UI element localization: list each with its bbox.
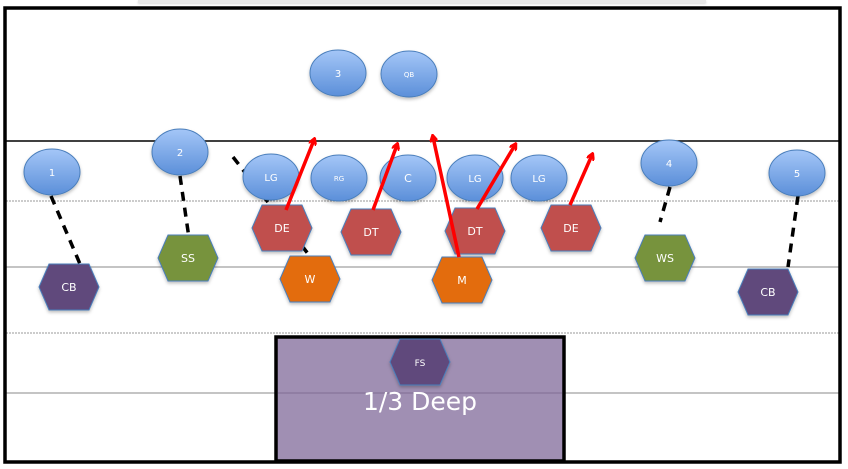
top-shadow-strip [138, 0, 706, 3]
player-label: RG [334, 175, 344, 183]
player-label: W [305, 273, 316, 286]
coverage-line-ss [178, 175, 192, 246]
player-label: 1 [49, 168, 55, 179]
hexagon-shape [38, 263, 100, 311]
offense-player-lg-right[interactable]: LG [510, 154, 568, 202]
defense-player-fs[interactable]: FS [389, 338, 451, 386]
field-border [3, 6, 842, 464]
hexagon-shape [389, 338, 451, 386]
offense-player-rec-2[interactable]: 2 [151, 128, 209, 176]
player-label: SS [181, 252, 195, 265]
offense: 1 2 3 QB LG RG C LG [23, 49, 826, 202]
offense-player-back-3[interactable]: 3 [309, 49, 367, 97]
defense-player-de-left[interactable]: DE [251, 204, 313, 252]
player-label: LG [264, 173, 277, 184]
rush-arrow-m [433, 137, 461, 258]
player-label: C [404, 172, 412, 185]
player-label: LG [468, 174, 481, 185]
player-label: DT [467, 225, 482, 238]
offense-player-rec-5[interactable]: 5 [768, 149, 826, 197]
hexagon-shape [737, 268, 799, 316]
defense-player-ws[interactable]: WS [634, 234, 696, 282]
defense-player-dt-left[interactable]: DT [340, 208, 402, 256]
player-label: FS [415, 359, 426, 369]
hexagon-shape [431, 256, 493, 304]
coverage-line-cb-left [49, 195, 82, 265]
rush-arrow-de-left [284, 140, 314, 211]
field-lines [6, 140, 840, 394]
defense: CB SS DE W DT DT M DE WS CB FS [38, 204, 799, 386]
defense-player-w[interactable]: W [279, 255, 341, 303]
hexagon-shape [540, 204, 602, 252]
hexagon-shape [157, 234, 219, 282]
defense-player-m[interactable]: M [431, 256, 493, 304]
player-label: 4 [666, 159, 672, 170]
player-label: WS [656, 252, 674, 265]
defense-player-ss[interactable]: SS [157, 234, 219, 282]
deep-zone-label: 1/3 Deep [363, 387, 477, 416]
rush-arrow-dt-left [371, 145, 397, 211]
defense-player-cb-left[interactable]: CB [38, 263, 100, 311]
player-label: 2 [177, 148, 183, 159]
offense-player-lg-left[interactable]: LG [242, 153, 300, 201]
player-label: QB [404, 71, 415, 79]
player-label: CB [61, 281, 76, 294]
hexagon-shape [251, 204, 313, 252]
defense-player-dt-right[interactable]: DT [444, 207, 506, 255]
player-label: 3 [335, 69, 341, 80]
player-label: CB [760, 286, 775, 299]
player-label: DE [563, 222, 578, 235]
hexagon-shape [340, 208, 402, 256]
hexagon-shape [444, 207, 506, 255]
rush-arrow-de-right [568, 155, 592, 206]
coverage-line-ws [658, 186, 672, 223]
rush-arrows [284, 137, 592, 258]
offense-player-rg[interactable]: RG [310, 154, 368, 202]
player-label: LG [532, 174, 545, 185]
player-label: DT [363, 226, 378, 239]
offense-player-qb[interactable]: QB [380, 50, 438, 98]
defense-player-de-right[interactable]: DE [540, 204, 602, 252]
rush-arrow-dt-right [475, 145, 515, 210]
defense-player-cb-right[interactable]: CB [737, 268, 799, 316]
offense-player-rec-4[interactable]: 4 [640, 139, 698, 187]
offense-player-c[interactable]: C [379, 154, 437, 202]
offense-player-rec-1[interactable]: 1 [23, 148, 81, 196]
player-label: 5 [794, 169, 800, 180]
hexagon-shape [279, 255, 341, 303]
coverage-line-cb-right [786, 195, 800, 268]
player-label: DE [274, 222, 289, 235]
hexagon-shape [634, 234, 696, 282]
player-label: M [457, 274, 467, 287]
